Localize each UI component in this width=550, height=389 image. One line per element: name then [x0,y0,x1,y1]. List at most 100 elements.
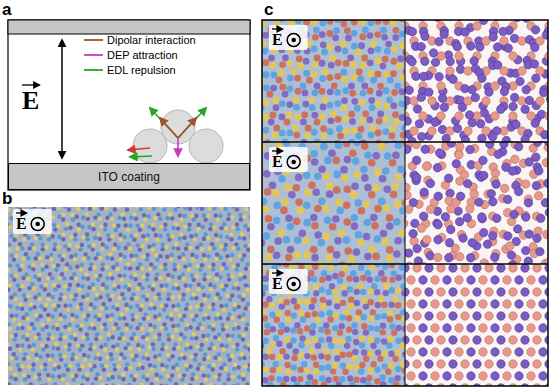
particle-dot [185,367,189,371]
simulated-particle [421,57,429,65]
particle-dot [96,252,100,256]
particle-dot [130,336,134,340]
particle-dot [192,217,196,221]
particle-dot [18,242,22,246]
particle-dot [138,322,142,326]
micrograph-ground [8,207,250,385]
particle-dot [89,302,93,306]
particle-dot [378,197,386,205]
particle-dot [328,149,336,157]
particle-dot [167,277,171,281]
particle-dot [248,266,250,270]
particle-dot [381,34,388,41]
particle-dot [97,317,101,321]
particle-dot [129,254,133,258]
particle-dot [8,307,10,311]
particle-dot [83,357,87,361]
particle-dot [117,273,121,277]
particle-dot [81,375,85,379]
particle-dot [164,283,168,287]
particle-dot [361,83,368,90]
simulated-particle [480,171,488,179]
particle-dot [164,245,168,249]
particle-dot [86,217,90,221]
particle-dot [140,224,144,228]
particle-dot [136,343,140,347]
particle-dot [100,363,104,367]
particle-dot [90,322,94,326]
particle-dot [314,119,321,126]
simulated-particle [449,75,457,83]
simulated-particle [509,112,517,120]
particle-dot [169,317,173,321]
particle-dot [96,232,100,236]
particle-dot [134,354,138,358]
particle-dot [319,88,326,95]
simulated-particle [485,88,493,96]
particle-dot [57,254,61,258]
particle-dot [363,219,371,227]
particle-dot [215,272,219,276]
particle-dot [267,223,275,231]
particle-dot [374,205,382,213]
particle-dot [110,294,114,298]
particle-dot [159,304,163,308]
simulated-particle [466,254,474,262]
particle-dot [235,222,239,226]
particle-dot [64,227,68,231]
particle-dot [69,335,73,339]
particle-dot [79,263,83,267]
particle-dot [74,276,78,280]
particle-dot [80,364,84,368]
particle-dot [129,275,133,279]
particle-dot [93,256,97,260]
particle-dot [111,344,115,348]
particle-dot [203,352,207,356]
simulated-particle [491,253,499,261]
particle-dot [183,225,187,229]
particle-dot [128,266,132,270]
particle-dot [123,385,127,386]
particle-dot [125,362,129,366]
particle-dot [31,363,35,367]
particle-dot [58,353,62,357]
particle-dot [58,337,62,341]
particle-dot [16,263,20,267]
particle-dot [113,287,117,291]
simulated-particle [456,252,464,260]
particle-dot [124,367,128,371]
particle-dot [343,201,351,209]
particle-dot [56,245,60,249]
particle-dot [232,327,236,331]
simulated-particle [493,61,501,69]
particle-dot [105,216,109,220]
particle-dot [132,237,136,241]
particle-dot [36,332,40,336]
particle-dot [320,41,327,48]
particle-dot [272,97,279,104]
particle-dot [24,312,28,316]
particle-dot [115,262,119,266]
particle-dot [157,337,161,341]
particle-dot [302,101,309,108]
particle-dot [117,375,121,379]
particle-dot [277,70,284,77]
simulated-particle [500,142,508,148]
particle-dot [343,142,351,147]
particle-dot [120,212,124,216]
particle-dot [271,72,278,79]
particle-dot [227,372,231,376]
particle-dot [73,337,77,341]
particle-dot [270,85,277,92]
force-arrow [160,118,178,138]
particle-dot [151,243,155,247]
particle-dot [202,293,206,297]
particle-dot [188,305,192,309]
particle-dot [241,337,245,341]
particle-dot [13,372,17,376]
particle-dot [27,246,31,250]
particle-dot [263,232,271,240]
particle-dot [186,287,190,291]
particle-dot [120,277,124,281]
particle-dot [69,276,73,280]
